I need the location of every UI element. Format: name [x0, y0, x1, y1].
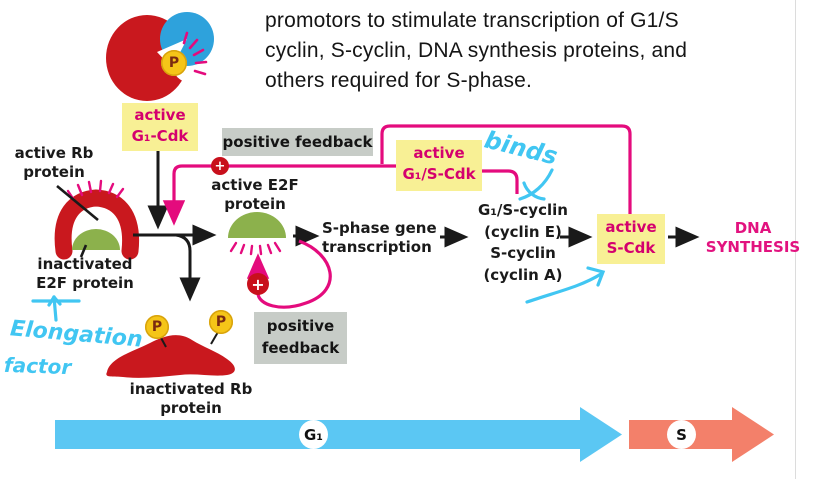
label-line: S-phase gene: [322, 219, 437, 237]
active-rb-icon: [54, 179, 140, 260]
activation-rays: [229, 241, 282, 256]
plus-glyph: +: [214, 158, 226, 174]
label-line: transcription: [322, 238, 432, 256]
label-line: (cyclin A): [483, 265, 563, 284]
label-pointer-line: [56, 184, 99, 222]
label-line: inactivated Rb: [129, 380, 253, 398]
binds-arrow: [525, 272, 603, 304]
label-line: active E2F: [211, 176, 299, 194]
black-arrows: [133, 150, 700, 302]
active-s-cdk-label: active S-Cdk: [597, 214, 665, 264]
label-line: inactivated: [37, 255, 133, 273]
binds-arrowhead: [586, 266, 606, 287]
label-line: DNA: [734, 219, 772, 237]
label-line: S-Cdk: [606, 239, 656, 257]
active-e2f-icon: [228, 212, 286, 256]
inactivated-e2f-label: inactivated E2F protein: [26, 255, 144, 293]
label-line: active: [413, 144, 465, 162]
plus-icon: +: [211, 157, 229, 175]
paragraph-line: promotors to stimulate transcription of …: [265, 9, 679, 32]
label-pointer-line: [79, 244, 88, 258]
paragraph-line: cyclin, S-cyclin, DNA synthesis proteins…: [265, 39, 688, 62]
label-line: E2F protein: [36, 274, 134, 292]
phase-label: G₁: [304, 425, 323, 444]
label-line: active Rb: [14, 144, 94, 162]
factor-annotation: factor: [4, 353, 72, 379]
active-g1s-cdk-label: active G₁/S-Cdk: [396, 140, 482, 191]
paragraph-line: others required for S-phase.: [265, 69, 533, 92]
label-line: S-cyclin: [490, 244, 556, 262]
label-line: SYNTHESIS: [705, 238, 801, 256]
plus-icon: +: [247, 273, 269, 295]
phosphate-glyph: P: [215, 314, 227, 330]
phosphate-icon: P: [209, 310, 233, 334]
feedback-loops: [162, 124, 632, 309]
active-g1-cdk-label: active G₁-Cdk: [122, 103, 198, 151]
label-line: G₁/S-cyclin: [478, 201, 568, 219]
label-line: positive: [266, 317, 335, 335]
label-line: feedback: [261, 339, 340, 357]
active-e2f-label: active E2F protein: [203, 176, 307, 214]
label-line: active: [605, 218, 657, 236]
label-line: (cyclin E): [484, 222, 562, 241]
positive-feedback-top-box: positive feedback: [222, 128, 373, 156]
slide-paragraph: promotors to stimulate transcription of …: [265, 6, 805, 96]
phosphate-glyph: P: [168, 55, 180, 71]
cyclins-label: G₁/S-cyclin (cyclin E) S-cyclin (cyclin …: [470, 200, 576, 286]
positive-feedback-bottom-box: positive feedback: [254, 312, 347, 364]
label-line: active: [134, 106, 186, 124]
inactivated-rb-label: inactivated Rb protein: [124, 380, 258, 418]
annotation-text: factor: [3, 352, 72, 380]
label-line: protein: [23, 163, 85, 181]
activation-rays: [182, 31, 208, 76]
phosphate-icon: P: [145, 315, 169, 339]
label-line: protein: [224, 195, 286, 213]
active-rb-label: active Rb protein: [8, 144, 100, 182]
s-phase-badge: S: [667, 420, 696, 449]
label-line: positive feedback: [222, 133, 373, 151]
label-line: G₁/S-Cdk: [402, 165, 476, 183]
plus-glyph: +: [251, 274, 265, 294]
handwriting-strokes: [31, 168, 606, 322]
g1-phase-badge: G₁: [299, 420, 328, 449]
phosphate-icon: P: [161, 50, 187, 76]
phosphate-glyph: P: [151, 319, 163, 335]
label-line: G₁-Cdk: [131, 127, 189, 145]
label-line: protein: [160, 399, 222, 417]
phosphate-link: [210, 331, 219, 345]
dna-synthesis-label: DNA SYNTHESIS: [700, 219, 806, 257]
phase-label: S: [676, 425, 687, 444]
s-phase-transcription-label: S-phase gene transcription: [322, 219, 448, 257]
active-g1-cdk-icon: [106, 12, 214, 101]
